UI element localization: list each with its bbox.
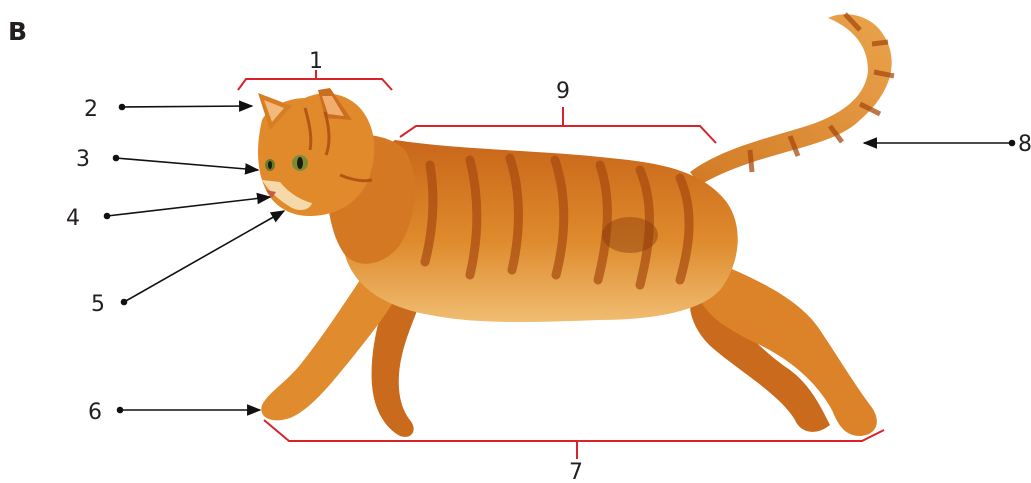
cat-muzzle (262, 180, 312, 211)
pointer-2 (118, 100, 254, 112)
cat-head (258, 93, 375, 217)
cat-illustration (258, 12, 895, 437)
cat-hind-leg-near (700, 260, 877, 436)
bracket-7 (263, 419, 885, 459)
label-7: 7 (569, 460, 583, 483)
label-5: 5 (91, 292, 105, 317)
label-4: 4 (66, 206, 80, 231)
label-8: 8 (1018, 132, 1031, 157)
label-3: 3 (76, 147, 90, 172)
cat-tail (690, 14, 892, 185)
pointer-4 (103, 192, 272, 220)
pointer-3 (112, 154, 260, 175)
label-9: 9 (556, 79, 570, 104)
pointer-8 (862, 137, 1016, 149)
bracket-1 (237, 70, 393, 91)
pointer-6 (116, 404, 262, 416)
pointer-5 (120, 210, 286, 306)
label-1: 1 (309, 49, 323, 74)
bracket-9 (399, 107, 717, 144)
cat-foreleg-near (261, 280, 400, 421)
cat-foreleg-far (371, 300, 420, 437)
panel-letter: B (8, 17, 27, 46)
label-6: 6 (88, 400, 102, 425)
label-2: 2 (84, 97, 98, 122)
